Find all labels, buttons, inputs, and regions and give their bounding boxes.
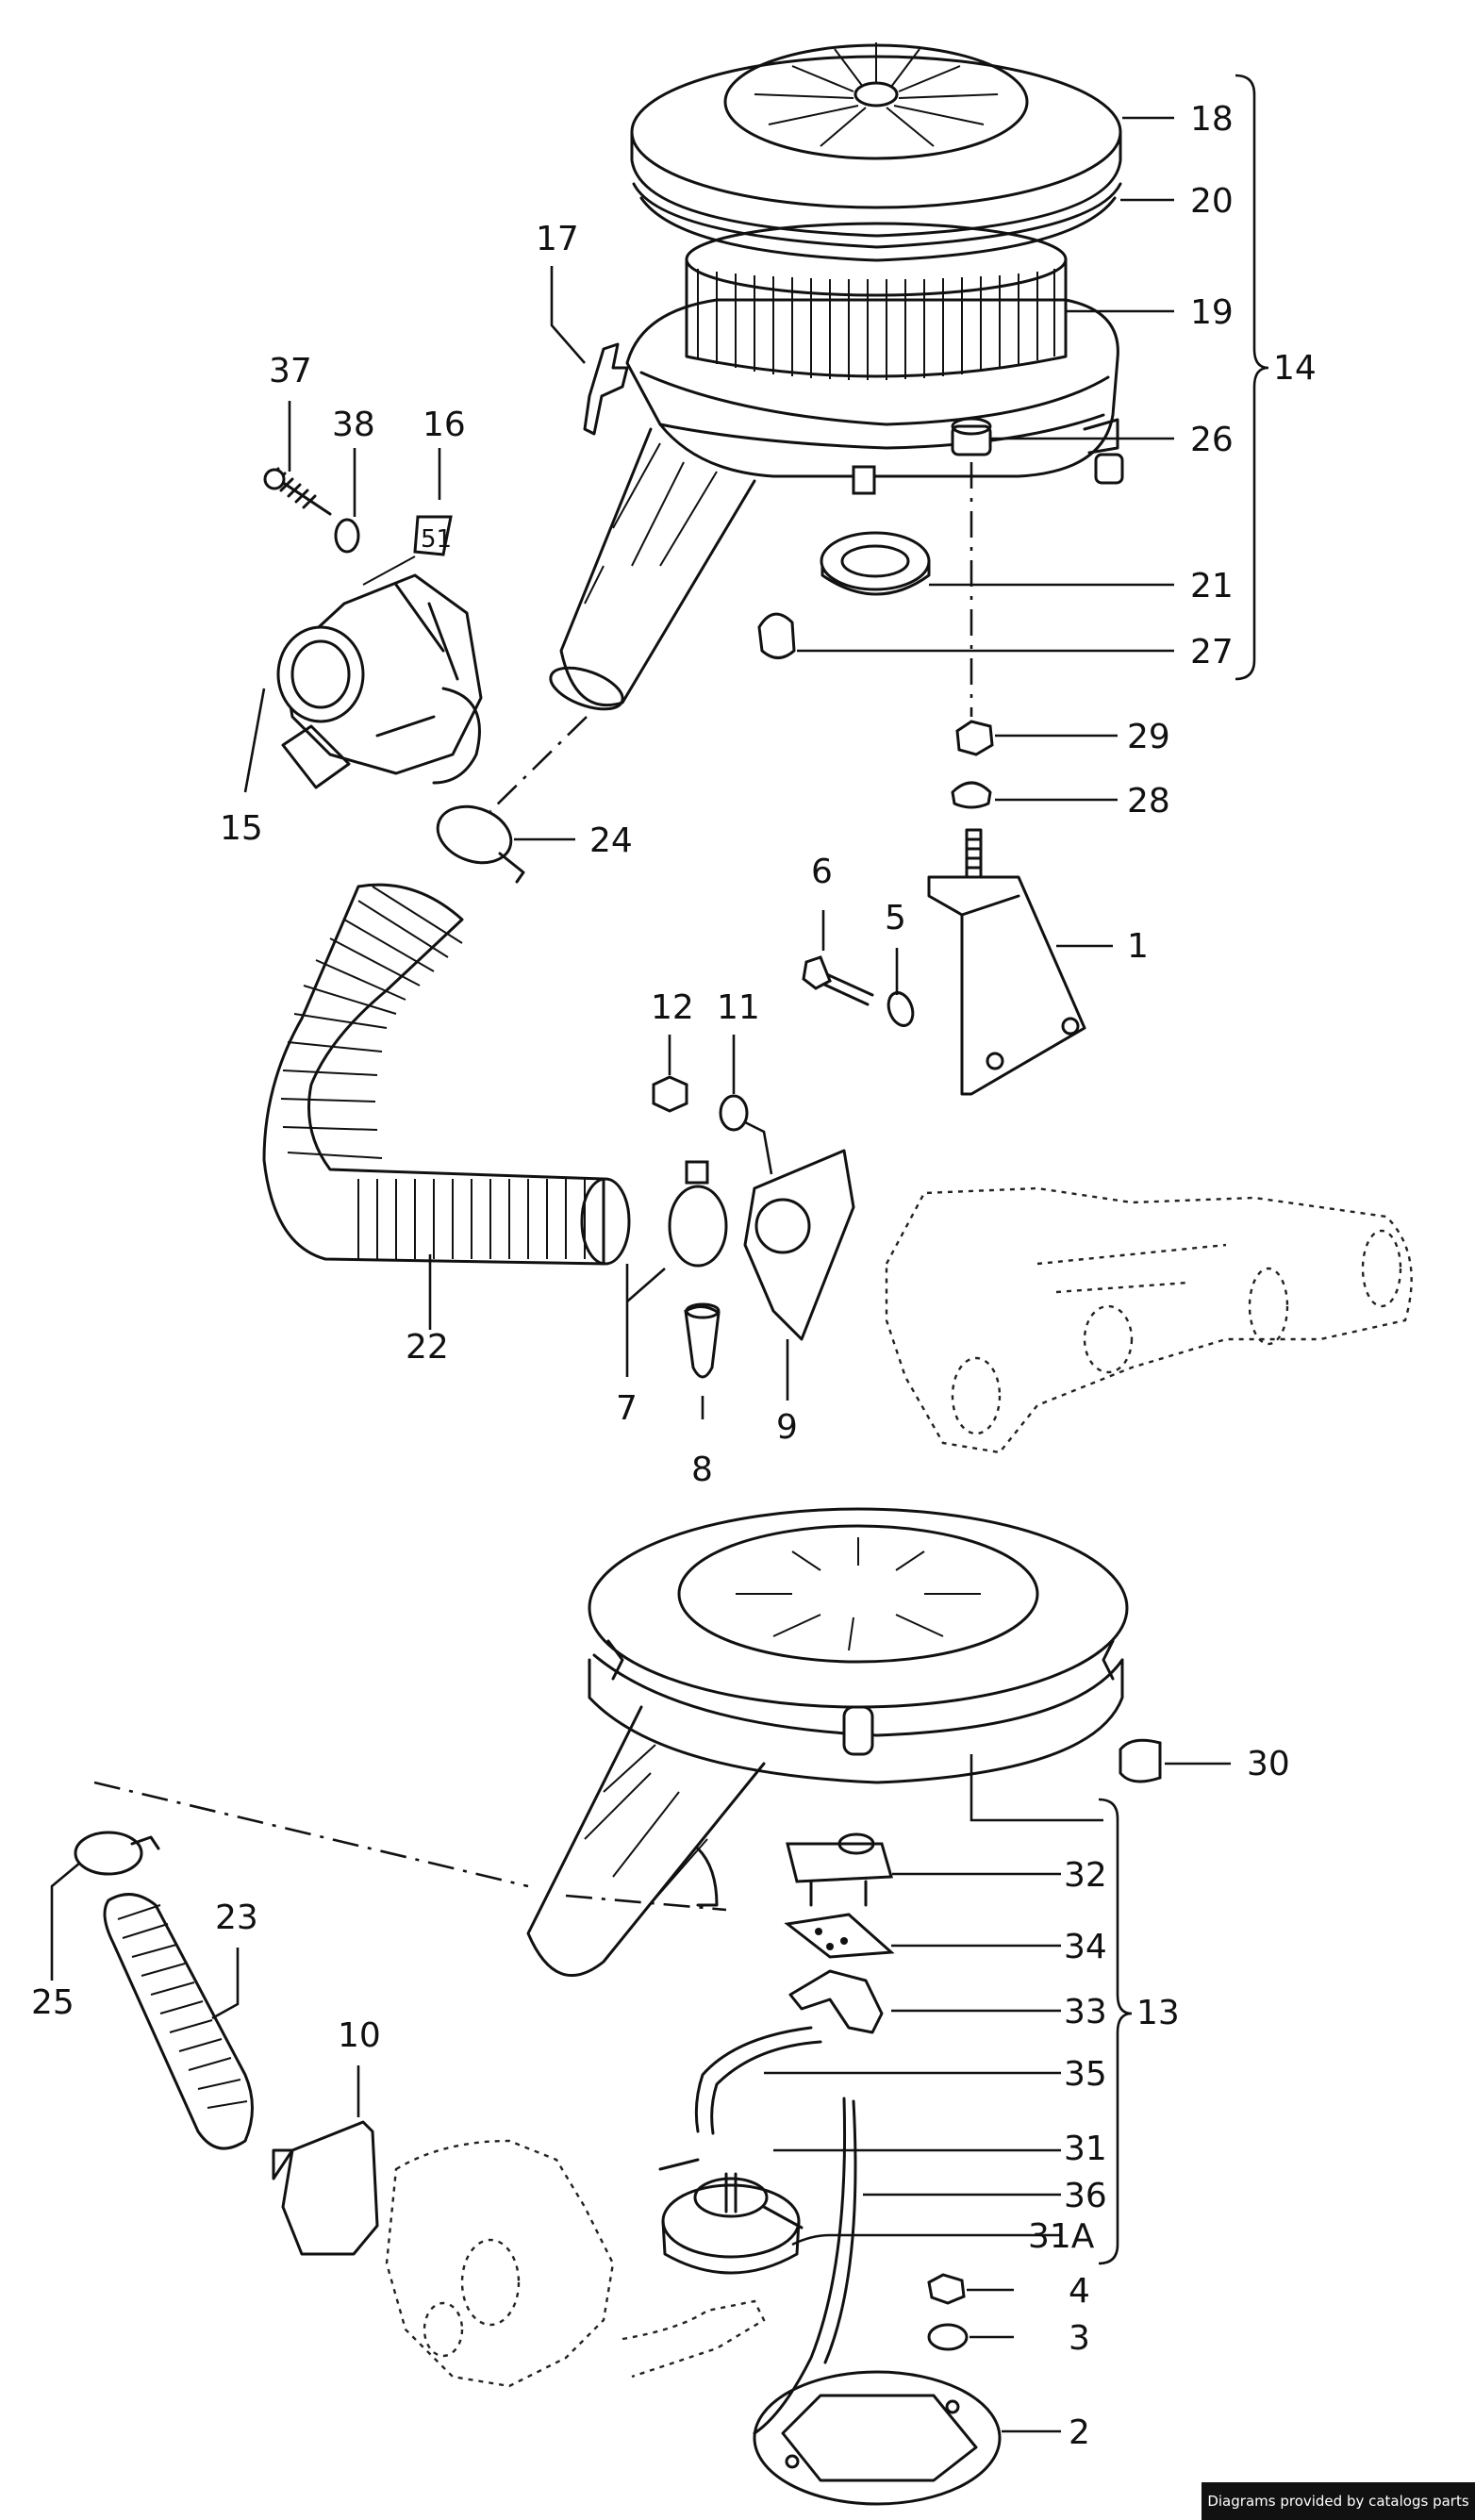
grommet [951, 417, 992, 456]
intake-snout-upper [549, 427, 756, 711]
label-7: 7 [616, 1389, 638, 1428]
spring-clip [583, 342, 629, 436]
label-32: 32 [1064, 1856, 1107, 1895]
label-27: 27 [1190, 633, 1234, 671]
label-4: 4 [1069, 2272, 1090, 2311]
label-3: 3 [1069, 2319, 1090, 2358]
washer-lower [927, 2323, 969, 2351]
label-34: 34 [1064, 1928, 1107, 1966]
label-18: 18 [1190, 100, 1234, 139]
support-bracket [802, 720, 1086, 1096]
label-33: 33 [1064, 1993, 1107, 2031]
label-31a: 31A [1028, 2217, 1095, 2256]
cap [757, 612, 796, 659]
label-22: 22 [406, 1328, 449, 1367]
label-37: 37 [269, 352, 312, 390]
label-26: 26 [1190, 421, 1234, 459]
label-16: 16 [423, 406, 466, 444]
label-10: 10 [338, 2016, 381, 2055]
label-15: 15 [220, 809, 263, 848]
label-8: 8 [691, 1451, 713, 1489]
mounting-hardware [652, 1075, 855, 1379]
manifold-outline-upper [885, 1186, 1413, 1454]
nut-lower [927, 2273, 966, 2305]
label-9: 9 [776, 1408, 798, 1447]
label-14: 14 [1273, 349, 1317, 388]
lid-upper [630, 42, 1122, 262]
thermo-valve-parts [694, 1832, 895, 2135]
small-parts-left: 51 [263, 467, 453, 556]
label-35: 35 [1064, 2055, 1107, 2094]
label-13: 13 [1136, 1994, 1180, 2032]
label-31: 31 [1064, 2130, 1107, 2168]
carburetor-assembly [276, 555, 483, 789]
label-19: 19 [1190, 293, 1234, 332]
label-23: 23 [215, 1898, 258, 1937]
filter-element [685, 222, 1068, 380]
credit-footer: Diagrams provided by catalogs parts [1202, 2482, 1475, 2520]
label-21: 21 [1190, 567, 1234, 605]
air-cleaner-lower [526, 1507, 1162, 1977]
label-6: 6 [811, 853, 833, 891]
label-1: 1 [1127, 927, 1149, 966]
label-24: 24 [589, 821, 633, 860]
label-20: 20 [1190, 182, 1234, 221]
part-number-labels: 18 20 19 14 26 21 27 29 28 1 17 37 38 16… [31, 100, 1317, 2452]
leader-lines [50, 74, 1269, 2433]
thermostat [658, 2158, 804, 2275]
label-30: 30 [1247, 1745, 1290, 1783]
label-12: 12 [651, 988, 694, 1027]
manifold-outline-lower [385, 2139, 766, 2388]
label-29: 29 [1127, 718, 1170, 756]
label-2: 2 [1069, 2413, 1090, 2452]
air-cleaner-upper [549, 42, 1124, 717]
seal-ring [820, 531, 931, 596]
label-36: 36 [1064, 2177, 1107, 2215]
label-17: 17 [536, 220, 579, 258]
label-5: 5 [885, 899, 906, 937]
small-hose-assembly [74, 1781, 727, 2256]
label-38: 38 [332, 406, 375, 444]
label-28: 28 [1127, 782, 1170, 821]
sticker-text: 51 [421, 525, 452, 554]
vacuum-hose [753, 2097, 857, 2435]
hose-upper [262, 716, 631, 1266]
label-11: 11 [717, 988, 760, 1027]
gasket [753, 2370, 1002, 2506]
label-25: 25 [31, 1983, 75, 2022]
